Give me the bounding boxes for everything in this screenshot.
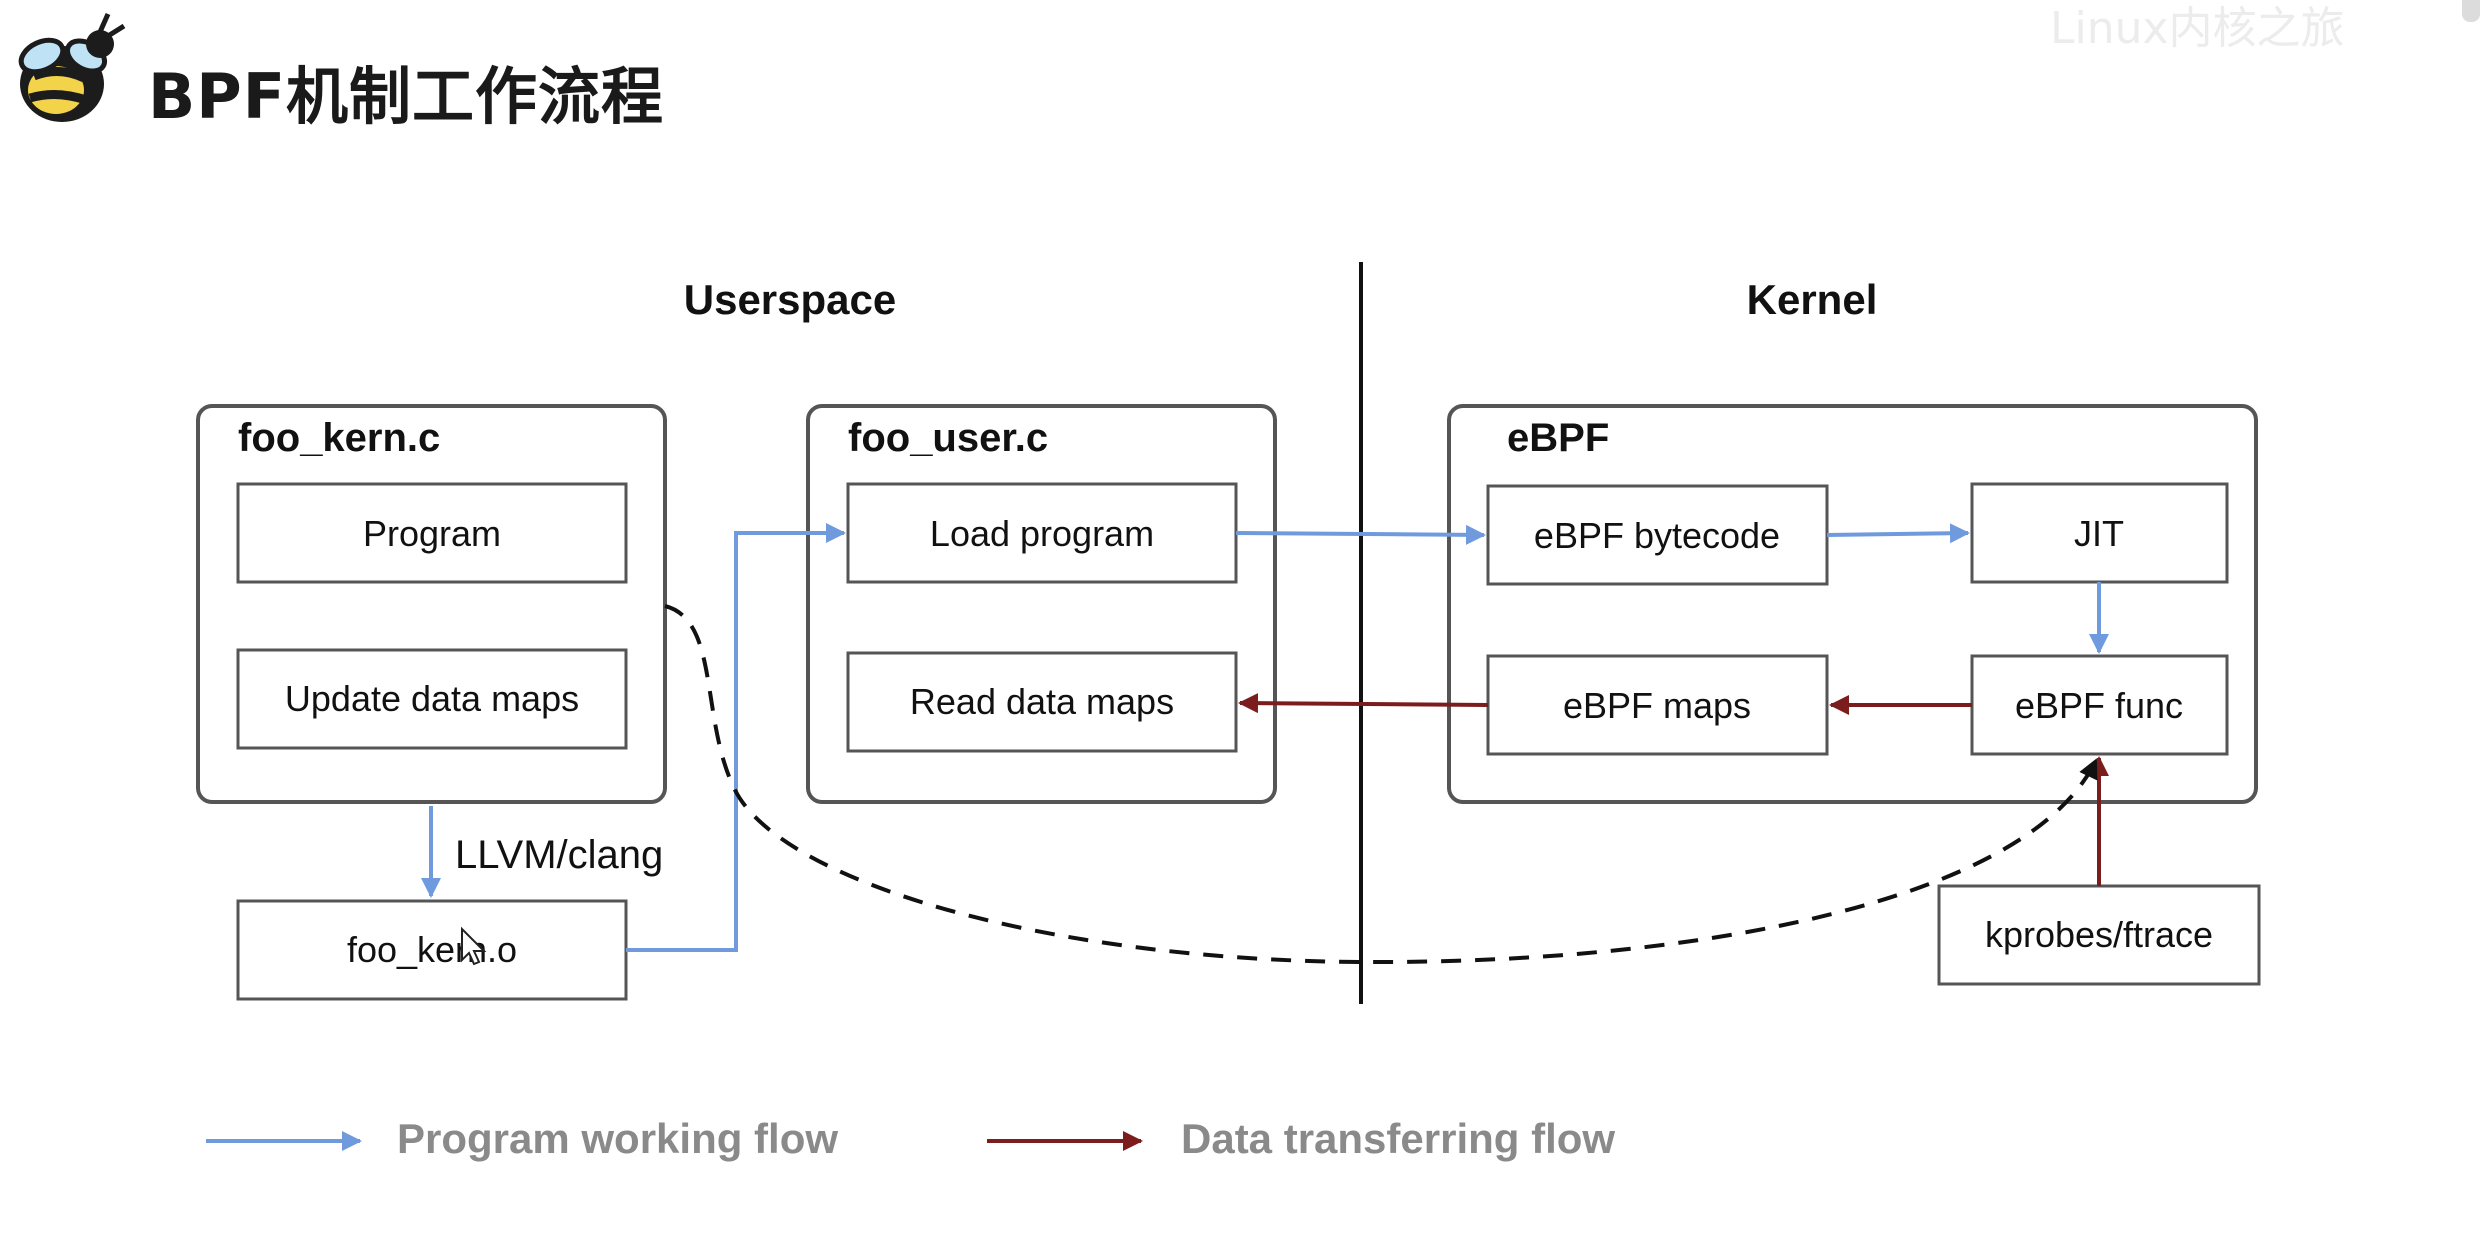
edge-dashed-attach-arrow <box>664 604 2098 965</box>
node-label-jit: JIT <box>2074 513 2124 554</box>
node-label-ebpf-bytecode: eBPF bytecode <box>1534 515 1780 556</box>
node-label-program: Program <box>363 513 501 554</box>
group-label-foo-user: foo_user.c <box>848 416 1048 460</box>
node-label-foo-kern-o: foo_kern.o <box>347 929 517 970</box>
edge-maps-to-read-arrow <box>1238 693 1489 714</box>
node-label-ebpf-func: eBPF func <box>2015 685 2183 726</box>
node-label-ebpf-maps: eBPF maps <box>1563 685 1751 726</box>
group-label-foo-kern: foo_kern.c <box>238 416 440 460</box>
corner-tab-icon <box>2462 0 2480 22</box>
node-foo-kern-o <box>236 899 628 1001</box>
node-ebpf-maps <box>1486 654 1829 756</box>
group-ebpf <box>1447 404 2258 804</box>
node-label-update-maps: Update data maps <box>285 678 579 719</box>
group-foo-kern <box>196 404 667 804</box>
node-read-maps <box>846 651 1238 753</box>
node-ebpf-func <box>1970 654 2229 756</box>
node-label-kprobes-ftrace: kprobes/ftrace <box>1985 914 2213 955</box>
legend-label-program-flow: Program working flow <box>397 1115 838 1162</box>
group-label-ebpf: eBPF <box>1507 416 1609 460</box>
node-ebpf-bytecode <box>1486 484 1829 586</box>
page-title: BPF机制工作流程 <box>148 60 665 133</box>
bee-logo-icon <box>18 12 126 122</box>
edge-bytecode-to-jit-arrow <box>1826 523 1970 544</box>
edge-label-compile: LLVM/clang <box>455 833 663 877</box>
node-load-program <box>846 482 1238 584</box>
group-foo-user <box>806 404 1277 804</box>
edge-load-to-bytecode-arrow <box>1235 524 1486 545</box>
node-label-load-program: Load program <box>930 513 1154 554</box>
mouse-cursor-icon <box>461 926 487 966</box>
edge-object-to-load-arrow <box>626 523 846 952</box>
node-kprobes-ftrace <box>1937 884 2261 986</box>
title-bar: BPF机制工作流程 Linux内核之旅 <box>0 0 2486 150</box>
node-jit <box>1970 482 2229 584</box>
node-label-read-maps: Read data maps <box>910 681 1174 722</box>
zone-label-kernel: Kernel <box>1747 276 1878 323</box>
node-program <box>236 482 628 584</box>
node-update-maps <box>236 648 628 750</box>
watermark: Linux内核之旅 <box>2050 3 2345 54</box>
legend-label-data-flow: Data transferring flow <box>1181 1115 1615 1162</box>
zone-label-userspace: Userspace <box>684 276 896 323</box>
